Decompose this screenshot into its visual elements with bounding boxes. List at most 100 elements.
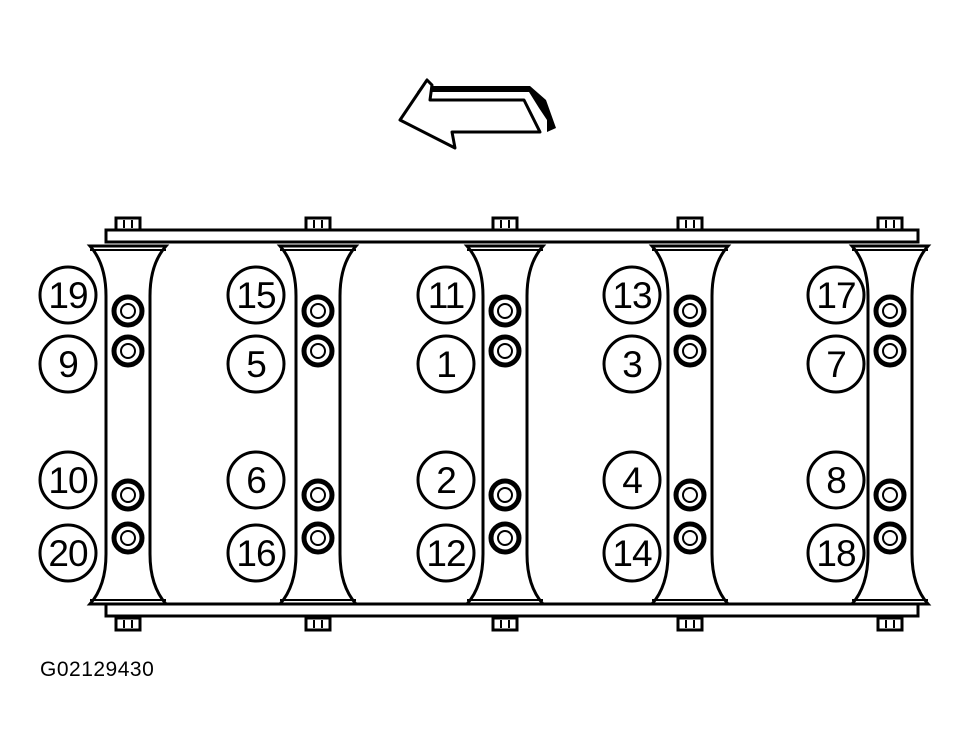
bolt-hole-inner	[120, 530, 136, 546]
label-circle	[416, 450, 476, 510]
bolt-hole-inner	[310, 487, 326, 503]
sequence-label: 13	[602, 265, 662, 325]
label-circle	[806, 334, 866, 394]
bearing-cap-2	[276, 244, 360, 606]
sequence-label: 1	[416, 334, 476, 394]
sequence-label: 18	[806, 523, 866, 583]
side-bolt-top-5	[876, 216, 904, 232]
bolt-head	[876, 616, 904, 632]
side-bolt-top-1	[114, 216, 142, 232]
label-circle	[38, 265, 98, 325]
side-bolt-bottom-5	[876, 616, 904, 632]
label-number: 8	[826, 460, 846, 501]
label-number: 2	[436, 460, 456, 501]
side-bolt-bottom-3	[491, 616, 519, 632]
bolt-hole-inner	[310, 530, 326, 546]
bearing-cap-3	[463, 244, 547, 606]
bolt-head	[876, 216, 904, 232]
cap-body	[648, 244, 732, 606]
sequence-label: 16	[226, 523, 286, 583]
label-circle	[602, 334, 662, 394]
bolt-hole-inner	[120, 343, 136, 359]
label-number: 3	[622, 344, 642, 385]
bolt-hole-inner	[120, 303, 136, 319]
bolt-hole-inner	[497, 303, 513, 319]
label-circle	[226, 265, 286, 325]
bolt-head	[491, 216, 519, 232]
label-number: 9	[58, 344, 78, 385]
side-bolts	[114, 216, 904, 632]
bolt-hole-inner	[120, 487, 136, 503]
label-circle	[38, 450, 98, 510]
label-number: 5	[246, 344, 266, 385]
sequence-label: 9	[38, 334, 98, 394]
bolt-hole-inner	[497, 343, 513, 359]
sequence-label: 4	[602, 450, 662, 510]
label-circle	[38, 334, 98, 394]
main-bearing-caps	[86, 244, 932, 606]
bolt-head	[304, 616, 332, 632]
label-number: 13	[612, 275, 651, 316]
label-number: 10	[48, 460, 88, 501]
label-number: 14	[612, 533, 652, 574]
label-circle	[416, 265, 476, 325]
bolt-head	[304, 216, 332, 232]
sequence-label: 19	[38, 265, 98, 325]
sequence-label: 17	[806, 265, 866, 325]
bearing-cap-4	[648, 244, 732, 606]
sequence-label: 10	[38, 450, 98, 510]
bolt-head	[114, 216, 142, 232]
bolt-hole-inner	[682, 303, 698, 319]
label-circle	[806, 265, 866, 325]
label-circle	[416, 334, 476, 394]
cap-body	[463, 244, 547, 606]
bolt-hole-inner	[882, 487, 898, 503]
label-number: 1	[436, 344, 456, 385]
bolt-hole-inner	[682, 530, 698, 546]
sequence-label: 3	[602, 334, 662, 394]
label-number: 17	[816, 275, 855, 316]
side-bolt-top-4	[676, 216, 704, 232]
label-number: 19	[48, 275, 87, 316]
bolt-head	[114, 616, 142, 632]
bolt-hole-inner	[882, 303, 898, 319]
bolt-hole-inner	[497, 487, 513, 503]
side-bolt-bottom-4	[676, 616, 704, 632]
bolt-hole-inner	[497, 530, 513, 546]
bolt-head	[676, 616, 704, 632]
figure-id: G02129430	[40, 658, 155, 681]
label-number: 4	[622, 460, 642, 501]
label-circle	[38, 523, 98, 583]
bearing-cap-5	[848, 244, 932, 606]
side-bolt-top-2	[304, 216, 332, 232]
label-number: 6	[246, 460, 266, 501]
sequence-label: 2	[416, 450, 476, 510]
label-circle	[806, 450, 866, 510]
cap-body	[848, 244, 932, 606]
side-bolt-bottom-2	[304, 616, 332, 632]
label-circle	[226, 523, 286, 583]
bolt-hole-inner	[310, 343, 326, 359]
direction-arrow-icon	[398, 78, 556, 150]
sequence-label: 7	[806, 334, 866, 394]
bearing-cap-1	[86, 244, 170, 606]
label-circle	[806, 523, 866, 583]
side-bolt-bottom-1	[114, 616, 142, 632]
sequence-label: 20	[38, 523, 98, 583]
sequence-label: 8	[806, 450, 866, 510]
label-number: 20	[48, 533, 88, 574]
sequence-label: 11	[416, 265, 476, 325]
label-number: 7	[826, 344, 846, 385]
bolt-hole-inner	[882, 530, 898, 546]
bolt-head	[491, 616, 519, 632]
sequence-label: 5	[226, 334, 286, 394]
bolt-hole-inner	[882, 343, 898, 359]
label-number: 12	[426, 533, 465, 574]
bolt-hole-inner	[682, 343, 698, 359]
label-number: 16	[236, 533, 275, 574]
sequence-label: 6	[226, 450, 286, 510]
bolt-head	[676, 216, 704, 232]
label-number: 18	[816, 533, 855, 574]
bolt-hole-inner	[682, 487, 698, 503]
label-number: 11	[428, 275, 464, 316]
